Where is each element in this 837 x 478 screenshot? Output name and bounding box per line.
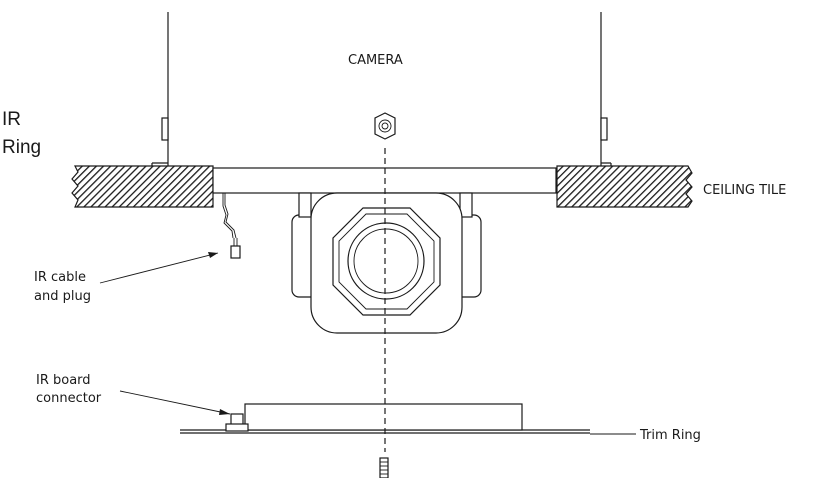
camera-gimbal <box>291 192 482 334</box>
ir-cable-label-line1: IR cable <box>34 270 86 285</box>
ir-cable-label-line2: and plug <box>34 289 91 304</box>
ir-cable <box>222 193 241 259</box>
ir-board-label-line2: connector <box>36 391 102 406</box>
trim-ring-label: Trim Ring <box>639 428 701 443</box>
mounting-screw <box>379 457 389 478</box>
ir-ring-label-line2: Ring <box>2 137 41 158</box>
camera-housing <box>151 12 616 191</box>
ceiling-tile <box>71 165 693 208</box>
ceiling-tile-label: CEILING TILE <box>703 183 786 198</box>
ir-board-label-line1: IR board <box>36 373 91 388</box>
right-clip <box>600 117 608 141</box>
left-clip <box>161 117 169 141</box>
ir-plug <box>230 245 241 259</box>
ir-board-leader <box>119 390 231 415</box>
camera-body <box>310 192 463 334</box>
ir-cable-leader <box>99 252 219 284</box>
ir-board <box>244 403 523 431</box>
trim-ring-assembly <box>180 403 590 434</box>
hex-nut <box>374 112 396 140</box>
camera-label: CAMERA <box>348 53 403 68</box>
ir-ring-label-line1: IR <box>2 109 21 130</box>
